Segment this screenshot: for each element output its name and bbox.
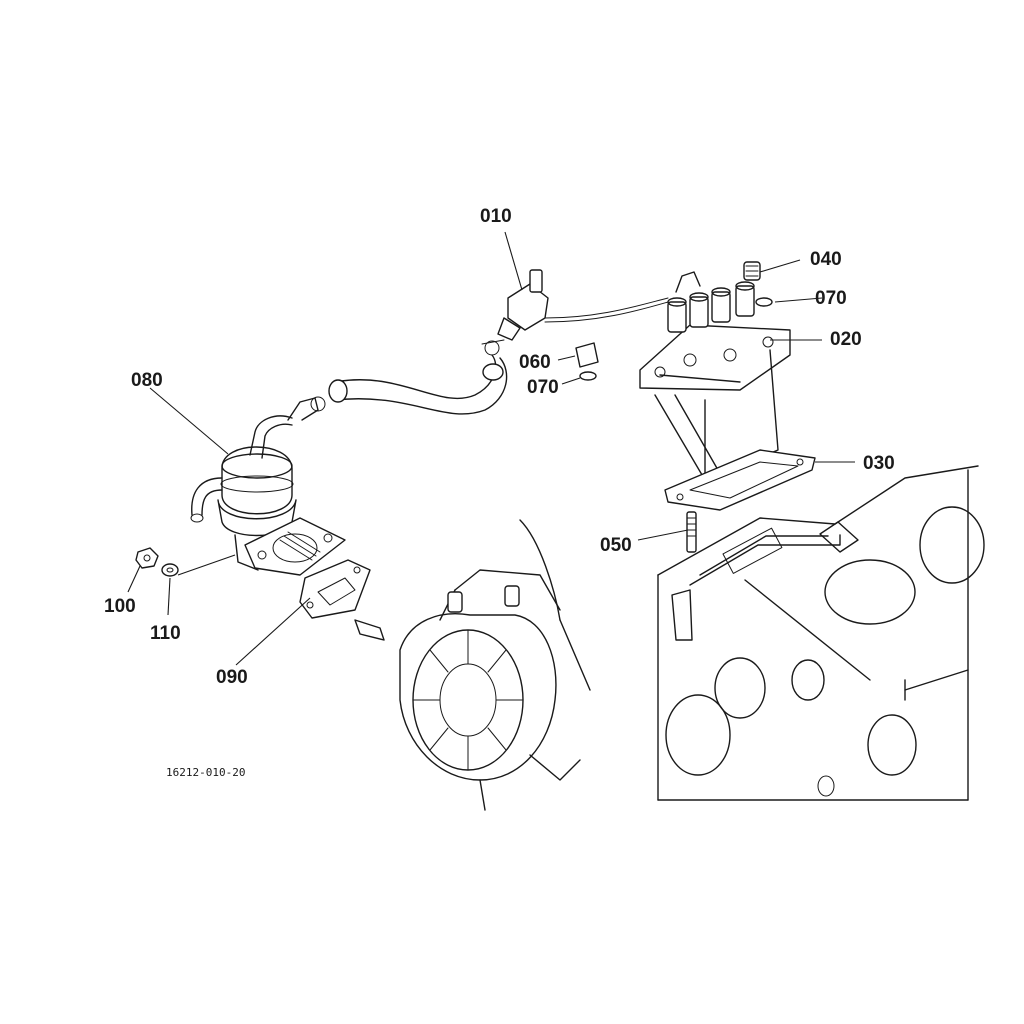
callout-030: 030 [863,453,895,474]
pump-gasket [664,449,816,511]
drawing-number: 16212-010-20 [166,766,245,779]
engine-block [657,465,985,801]
gear-case [399,519,591,811]
callout-110: 110 [150,623,181,644]
fuel-hose [287,339,508,421]
callout-070-lower: 070 [527,377,559,398]
injection-pump [639,271,791,481]
callout-080: 080 [131,370,163,391]
cap-nut [575,342,599,381]
fuel-joint [497,269,669,341]
stud-bolt [686,511,697,553]
fuel-feed-pump [190,415,346,576]
leader-lines [127,231,855,666]
callout-070-upper: 070 [815,288,847,309]
washer [161,563,179,577]
callout-090: 090 [216,667,248,688]
callout-050: 050 [600,535,632,556]
callout-100: 100 [104,596,136,617]
nut [135,547,159,569]
callout-060: 060 [519,352,551,373]
bleeder-screw [743,261,773,307]
callout-020: 020 [830,329,862,350]
feed-pump-gasket [299,559,371,619]
callout-040: 040 [810,249,842,270]
gear-case-stud [354,619,385,641]
callout-010: 010 [480,206,512,227]
